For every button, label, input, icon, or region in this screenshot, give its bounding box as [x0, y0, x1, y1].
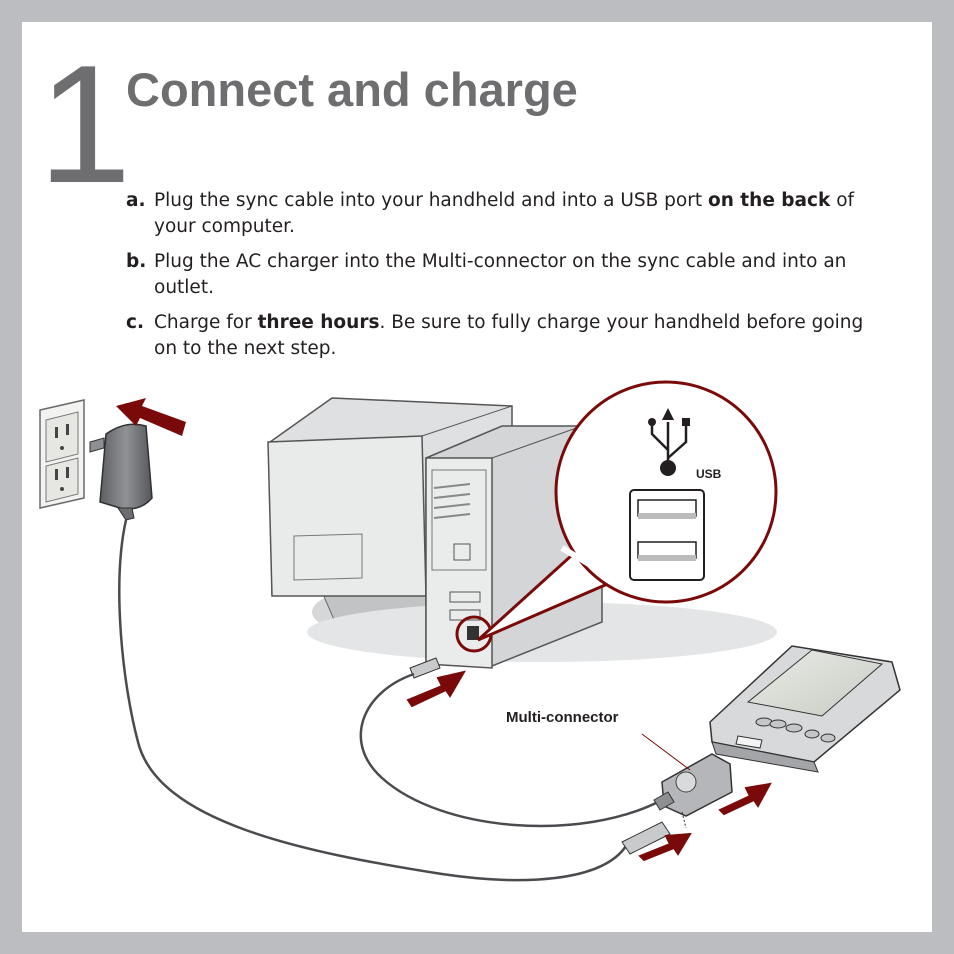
step-text: Plug the AC charger into the Multi-conne…: [154, 251, 847, 298]
wall-outlet: [39, 399, 85, 509]
usb-label: USB: [696, 467, 722, 481]
page-title: Connect and charge: [126, 63, 578, 116]
step-emphasis: three hours: [257, 312, 380, 333]
usb-ports: [629, 489, 705, 581]
instruction-step-a: a. Plug the sync cable into your handhel…: [126, 188, 886, 240]
step-text: of your computer.: [154, 190, 855, 237]
plug-in-arrow: [116, 398, 186, 436]
step-emphasis: on the back: [707, 190, 831, 211]
step-label: c.: [126, 312, 144, 333]
usb-plug: [409, 657, 441, 679]
handheld-device: [709, 645, 901, 773]
connection-illustration: USB Multi-connector: [39, 380, 901, 882]
step-label: b.: [126, 251, 147, 272]
step-text: . Be sure to fully charge your handheld …: [154, 312, 864, 359]
instruction-page: 1 Connect and charge a. Plug the sync ca…: [22, 22, 932, 932]
instruction-step-c: c. Charge for three hours. Be sure to fu…: [126, 310, 886, 362]
instruction-list: a. Plug the sync cable into your handhel…: [126, 188, 886, 371]
multi-connector: [621, 753, 733, 855]
instruction-step-b: b. Plug the AC charger into the Multi-co…: [126, 249, 886, 301]
usb-arrow: [406, 670, 467, 708]
multi-connector-label: Multi-connector: [506, 709, 619, 726]
step-number: 1: [38, 30, 131, 218]
multi-connector-arrow: [718, 782, 772, 816]
step-text: Plug the sync cable into your handheld a…: [154, 190, 708, 211]
ac-charger: [89, 423, 153, 521]
charger-plug-arrow: [638, 832, 692, 862]
step-text: Charge for: [154, 312, 258, 333]
charger-cable: [118, 519, 628, 882]
multi-connector-leader-line: [641, 733, 691, 771]
step-label: a.: [126, 190, 146, 211]
usb-icon: [648, 408, 690, 476]
sync-cable: [359, 672, 663, 828]
